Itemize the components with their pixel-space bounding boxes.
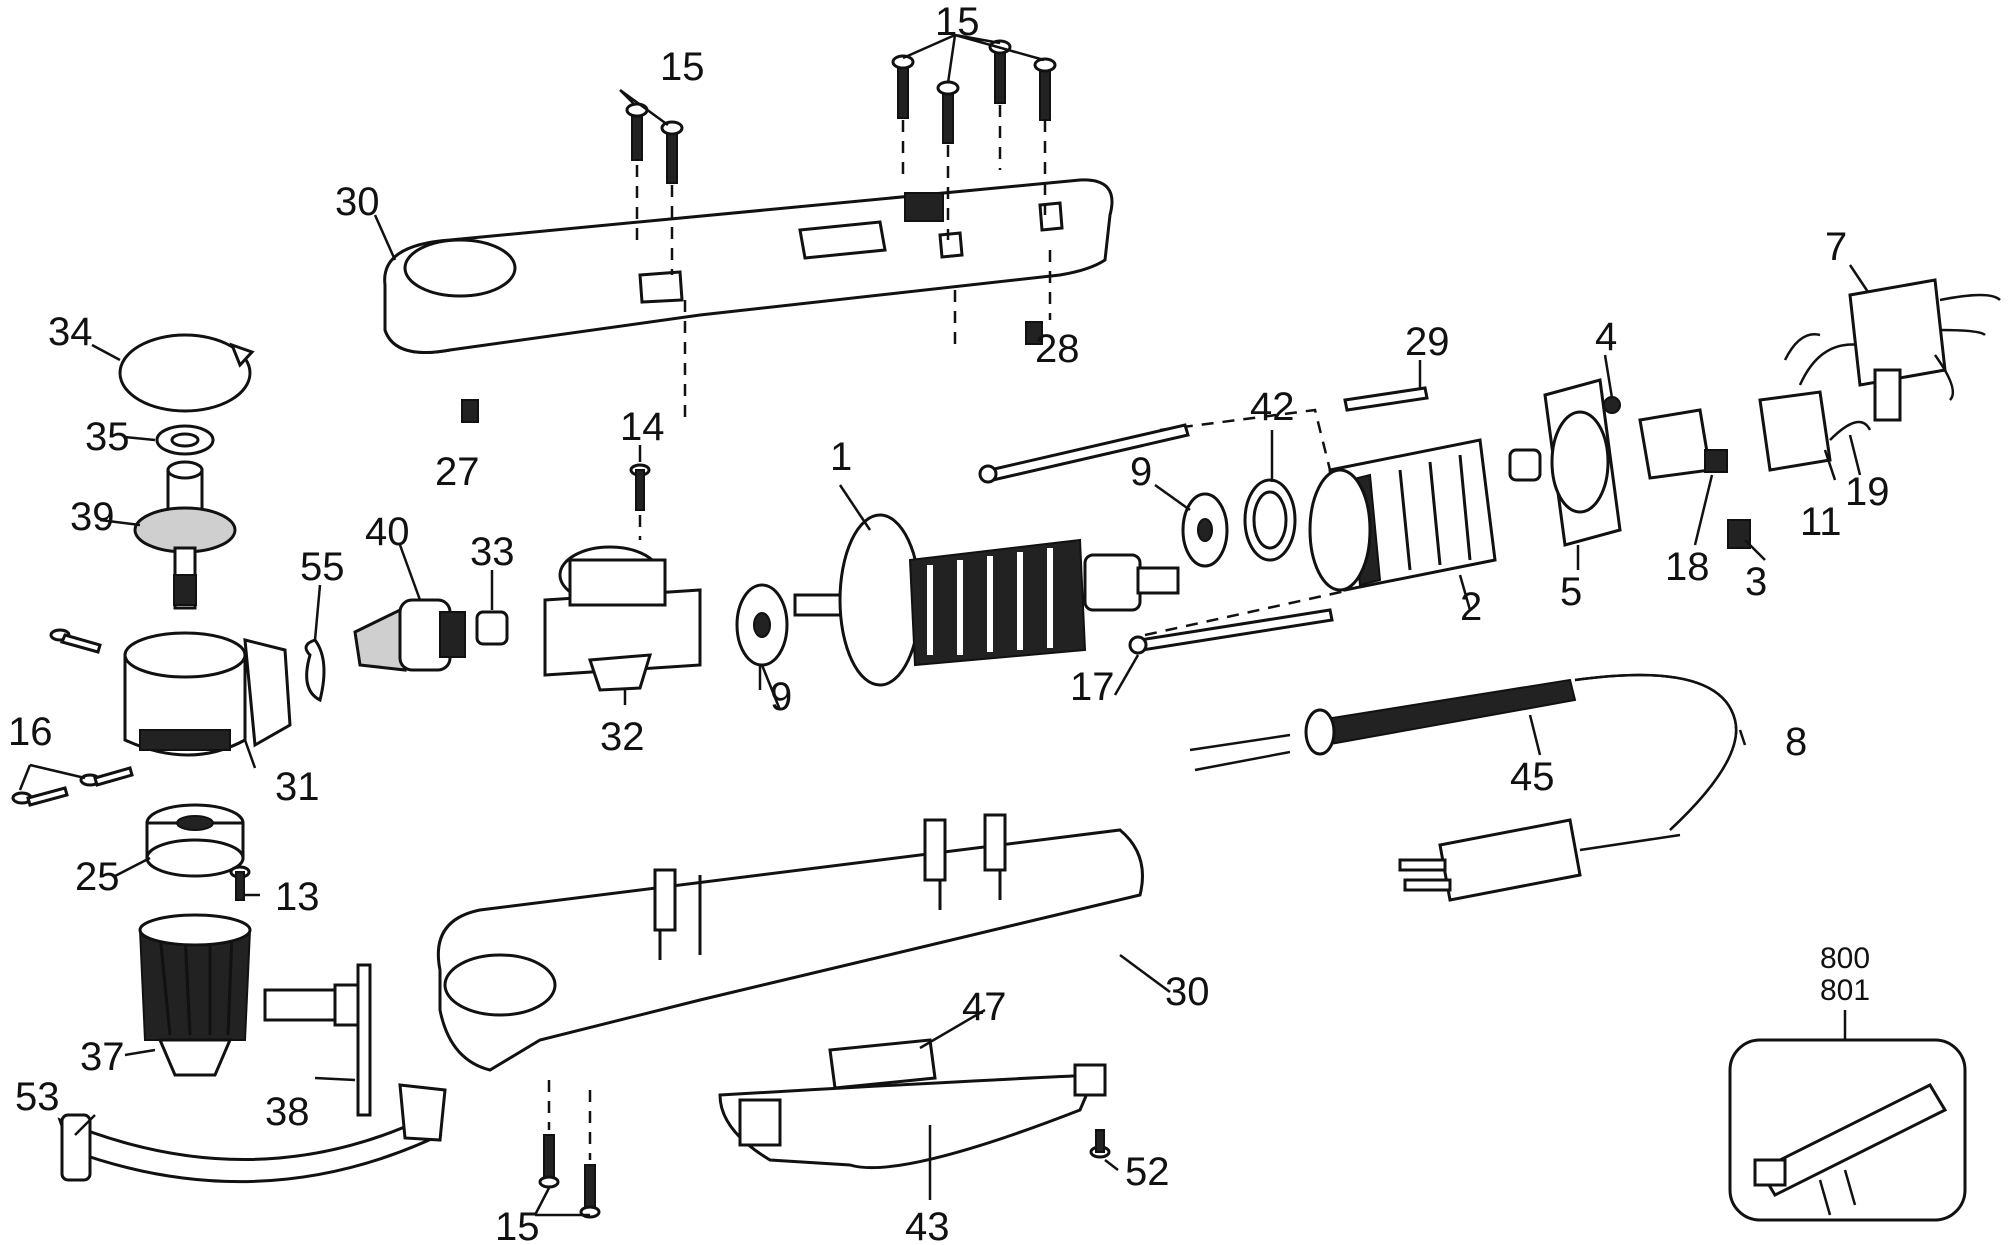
bushing-33	[475, 610, 509, 646]
leader-lines	[18, 33, 1870, 1217]
callout-52: 52	[1125, 1150, 1170, 1194]
callout-43: 43	[905, 1205, 950, 1245]
callout-40: 40	[365, 510, 410, 554]
callout-37: 37	[80, 1035, 125, 1079]
spring-4	[1603, 396, 1621, 414]
callout-31: 31	[275, 765, 320, 809]
field-2	[1308, 438, 1497, 592]
spindle-gear-39	[133, 460, 237, 610]
callout-38: 38	[265, 1090, 310, 1134]
brush-assy-11	[1758, 390, 1872, 472]
callout-15-top-left: 15	[660, 45, 705, 89]
insert-28	[1025, 321, 1043, 345]
callout-28: 28	[1035, 327, 1080, 371]
callout-labels: 15 15 30 34 35 39 55 40 33 14 1 9 42 29 …	[8, 0, 1890, 1245]
callout-30-bottom: 30	[1165, 970, 1210, 1014]
screw-17	[1128, 608, 1334, 655]
chuck-37	[138, 913, 252, 1077]
callout-8: 8	[1785, 720, 1807, 764]
callout-800: 800	[1820, 942, 1870, 975]
brush-holder-5	[1508, 378, 1622, 547]
bottom-housing-half	[436, 813, 1144, 1072]
callout-39: 39	[70, 495, 115, 539]
baffle-42	[1243, 478, 1297, 562]
screw-long-top	[978, 423, 1190, 484]
cap-34	[118, 333, 255, 413]
brush-18	[1638, 408, 1728, 480]
callout-25: 25	[75, 855, 120, 899]
callout-16: 16	[8, 710, 53, 754]
cord-protector-45	[1189, 678, 1577, 772]
callout-15-top-right: 15	[935, 0, 980, 44]
callout-34: 34	[48, 310, 93, 354]
callout-801: 801	[1820, 974, 1870, 1007]
top-housing-half	[383, 178, 1114, 354]
screws-15-bottom	[538, 1080, 601, 1219]
key-29	[1343, 386, 1429, 412]
callout-17: 17	[1070, 665, 1115, 709]
callout-55: 55	[300, 545, 345, 589]
bearing-25	[145, 803, 245, 878]
handle-cover-43	[718, 1063, 1107, 1170]
callout-42: 42	[1250, 385, 1295, 429]
gear-case-31	[123, 631, 292, 757]
bearing-9-front	[735, 583, 789, 667]
lead-19	[1783, 333, 1861, 386]
screw-14	[629, 463, 651, 540]
screw-set-top	[625, 39, 1057, 420]
callout-19: 19	[1845, 470, 1890, 514]
callout-9-rear: 9	[1130, 450, 1152, 494]
callout-15-bottom: 15	[495, 1205, 540, 1245]
switch-7	[1848, 278, 2001, 422]
callout-35: 35	[85, 415, 130, 459]
plug	[1398, 818, 1681, 902]
cord-8	[1574, 673, 1738, 831]
callout-2: 2	[1460, 585, 1482, 629]
callout-27: 27	[435, 450, 480, 494]
callout-3: 3	[1745, 560, 1767, 604]
screws-16	[11, 628, 134, 807]
callout-32: 32	[600, 715, 645, 759]
callout-9-front: 9	[770, 675, 792, 719]
callout-47: 47	[962, 985, 1007, 1029]
chuck-key-38	[263, 963, 372, 1117]
insert-27	[461, 399, 479, 423]
bearing-9-rear	[1181, 492, 1229, 568]
screw-52	[1089, 1129, 1111, 1159]
callout-4: 4	[1595, 315, 1617, 359]
armature-1	[793, 513, 1180, 687]
screw-13	[229, 865, 251, 901]
clip-55	[304, 638, 326, 703]
motor-bracket-32	[543, 545, 702, 692]
nameplate-47	[828, 1038, 937, 1090]
strap-53	[57, 1083, 447, 1184]
callout-1: 1	[830, 435, 852, 479]
bearing-35	[155, 424, 215, 456]
callout-7: 7	[1825, 225, 1847, 269]
callout-30-top: 30	[335, 180, 380, 224]
callout-53: 53	[15, 1075, 60, 1119]
spring-3	[1727, 519, 1751, 549]
callout-29: 29	[1405, 320, 1450, 364]
callout-5: 5	[1560, 570, 1582, 614]
callout-33: 33	[470, 530, 515, 574]
inset-box	[1728, 1010, 1967, 1222]
callout-14: 14	[620, 405, 665, 449]
callout-45: 45	[1510, 755, 1555, 799]
callout-11: 11	[1800, 500, 1842, 544]
pinion-40	[353, 598, 466, 672]
callout-18: 18	[1665, 545, 1710, 589]
callout-13: 13	[275, 875, 320, 919]
